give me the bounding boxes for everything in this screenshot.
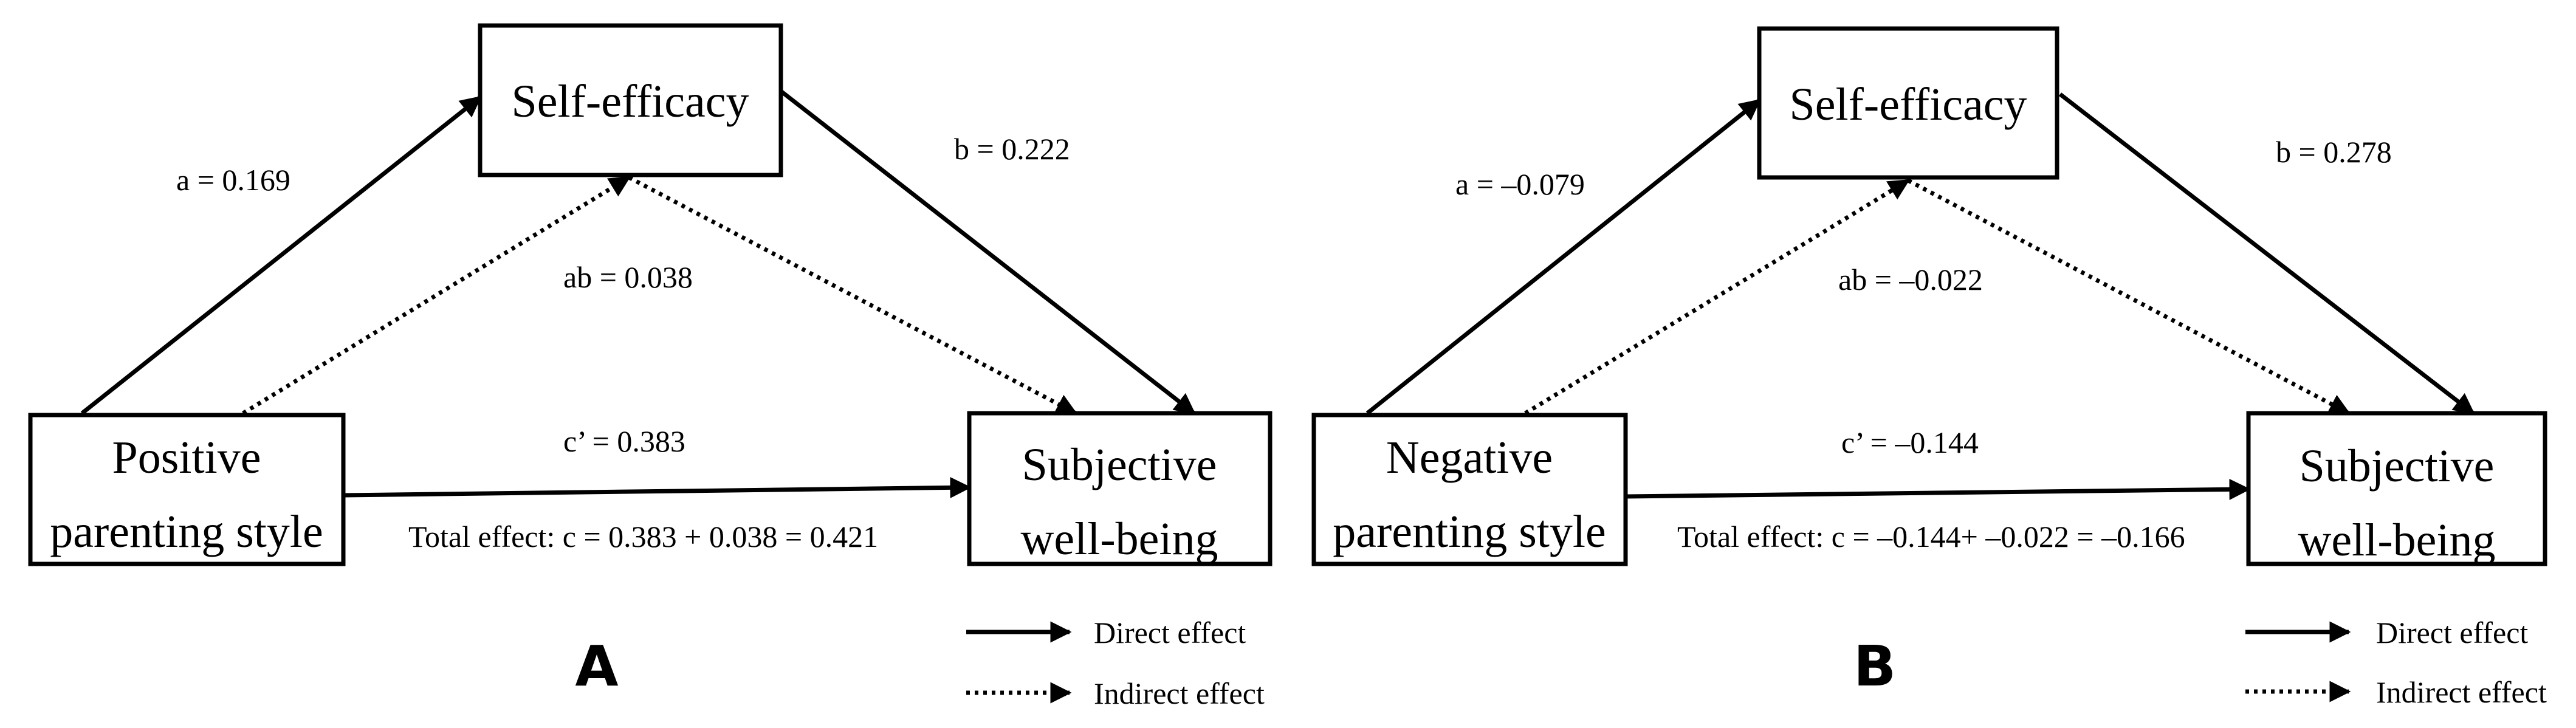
panel-a-path-a-label: a = 0.169 [176, 163, 290, 197]
panel-a-total-effect-label: Total effect: c = 0.383 + 0.038 = 0.421 [408, 520, 878, 554]
panel-a-indirect-arrow-down [628, 175, 1078, 416]
panel-a-outcome-box [967, 411, 1273, 566]
panel-a-path-b-arrow [779, 89, 1196, 415]
panel-b-predictor-box [1311, 413, 1628, 566]
panel-a-path-c-prime-arrow [343, 476, 972, 498]
legend-b-direct-label: Direct effect [2376, 616, 2528, 650]
legend-a-indirect-label: Indirect effect [1094, 676, 1265, 710]
legend-a: Direct effect Indirect effect [966, 616, 1265, 710]
panel-b-predictor-line1: Negative [1386, 432, 1553, 483]
panel-b-path-b-arrow [2058, 92, 2475, 415]
panel-b-label: B [1853, 634, 1896, 699]
panel-a-indirect-arrow-up [242, 176, 631, 415]
panel-a-mediator-label: Self-efficacy [511, 76, 749, 127]
panel-a-path-c-prime-label: c’ = 0.383 [563, 424, 685, 458]
panel-a-path-ab-label: ab = 0.038 [563, 260, 693, 294]
panel-b-outcome-line1: Subjective [2300, 441, 2495, 492]
panel-b-total-effect-label: Total effect: c = –0.144+ –0.022 = –0.16… [1677, 520, 2185, 554]
panel-a-predictor-box [28, 413, 346, 566]
legend-b: Direct effect Indirect effect [2245, 616, 2547, 709]
panel-b-path-b-label: b = 0.278 [2276, 135, 2392, 169]
panel-a-mediator-box [478, 23, 783, 177]
panel-b-outcome-box [2246, 411, 2547, 566]
panel-a-outcome-line2: well-being [1020, 513, 1218, 565]
panel-b-path-c-prime-arrow [1625, 478, 2251, 500]
panel-a-predictor-line2: parenting style [50, 506, 323, 557]
panel-b-outcome-line2: well-being [2298, 515, 2495, 566]
panel-b-predictor-line2: parenting style [1333, 506, 1606, 557]
panel-b-mediator-label: Self-efficacy [1789, 79, 2027, 130]
panel-a-label: A [575, 634, 618, 699]
legend-a-direct-label: Direct effect [1094, 616, 1246, 650]
panel-b: Self-efficacy Negative parenting style S… [1311, 26, 2547, 699]
panel-a-path-b-label: b = 0.222 [954, 132, 1070, 166]
panel-a-predictor-line1: Positive [112, 432, 261, 483]
panel-b-indirect-arrow-up [1524, 179, 1910, 415]
legend-b-indirect-label: Indirect effect [2376, 675, 2547, 709]
panel-a-path-a-arrow [80, 95, 482, 415]
panel-b-mediator-box [1757, 26, 2059, 180]
panel-a: Self-efficacy Positive parenting style S… [28, 23, 1273, 699]
panel-b-path-ab-label: ab = –0.022 [1838, 263, 1983, 297]
panel-a-outcome-line1: Subjective [1022, 439, 1217, 490]
panel-b-path-c-prime-label: c’ = –0.144 [1841, 425, 1979, 459]
panel-b-path-a-arrow [1365, 98, 1761, 415]
panel-b-indirect-arrow-down [1907, 178, 2351, 416]
panel-b-path-a-label: a = –0.079 [1455, 167, 1585, 201]
